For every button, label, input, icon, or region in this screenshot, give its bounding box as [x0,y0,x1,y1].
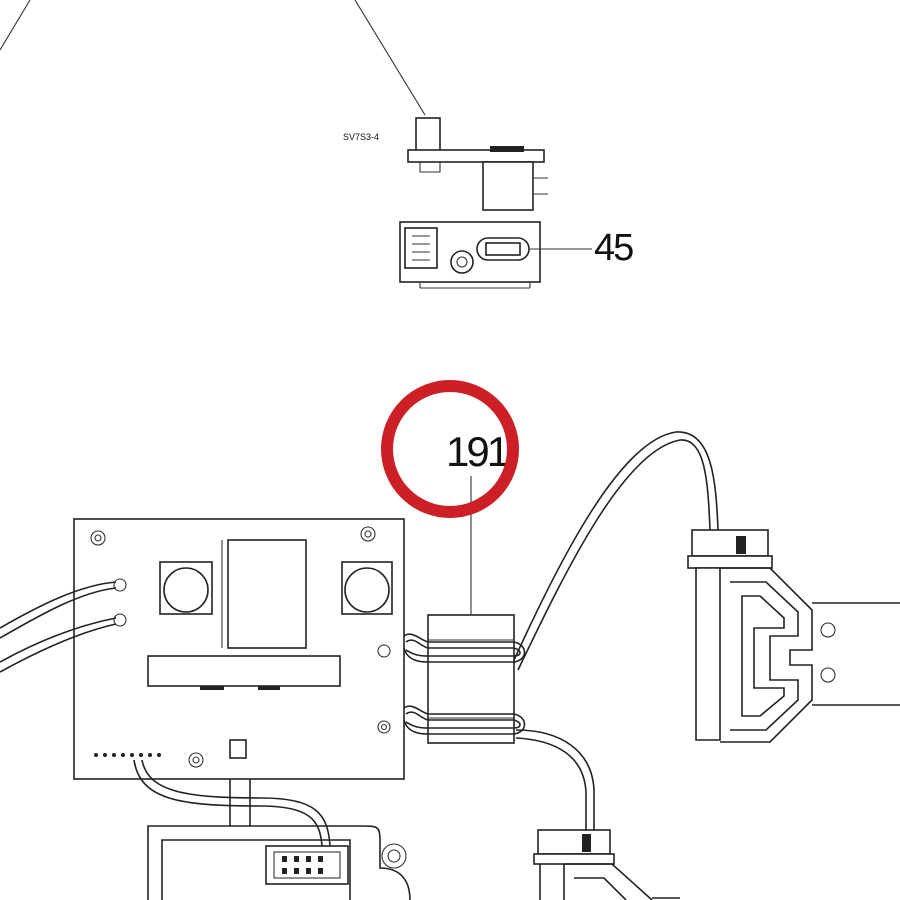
sensor-board-assembly[interactable]: SV7S3-4 [343,117,548,211]
callout-45-label: 45 [594,227,633,269]
pin-header [94,753,161,757]
bottom-module[interactable] [133,759,411,900]
ferrite-block-191[interactable] [403,614,526,744]
connector-housing-right[interactable] [687,529,900,743]
connector-board-45[interactable] [399,221,541,289]
left-wires [0,581,117,673]
top-leader-lines [0,0,426,116]
harness-wires-right [513,431,719,830]
control-pcb[interactable] [73,518,405,780]
callout-191-label: 191 [446,428,509,475]
highlight-circle [381,380,519,518]
small-part-text: SV7S3-4 [343,132,379,142]
connector-housing-bottom[interactable] [533,829,680,900]
